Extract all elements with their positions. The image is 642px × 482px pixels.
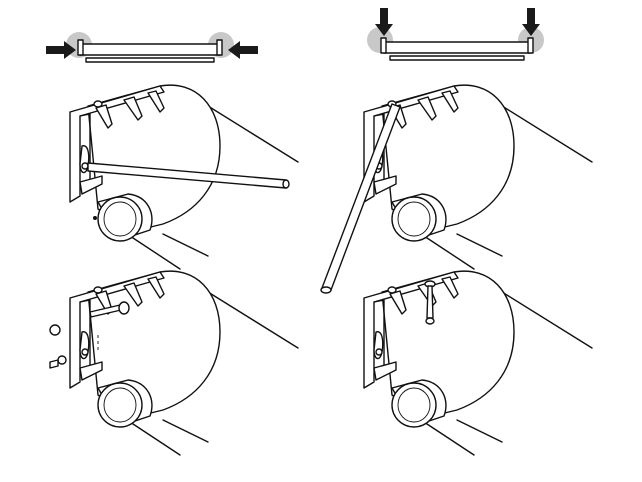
arrow-down-icon xyxy=(375,8,393,36)
rail xyxy=(79,43,221,56)
screwdriver xyxy=(321,103,401,291)
bracket-step-3 xyxy=(49,270,299,456)
bracket-step-2 xyxy=(320,84,593,294)
bracket-step-4 xyxy=(363,270,593,456)
bracket-step-1 xyxy=(69,84,299,270)
screw xyxy=(426,285,434,319)
arrow-left-icon xyxy=(228,41,258,59)
arrow-right-icon xyxy=(46,41,76,59)
washer xyxy=(49,324,61,336)
rail xyxy=(383,41,531,54)
arrow-down-icon xyxy=(522,8,540,36)
rail-side-push-diagram xyxy=(46,32,258,63)
rail-top-push-diagram xyxy=(367,8,544,61)
